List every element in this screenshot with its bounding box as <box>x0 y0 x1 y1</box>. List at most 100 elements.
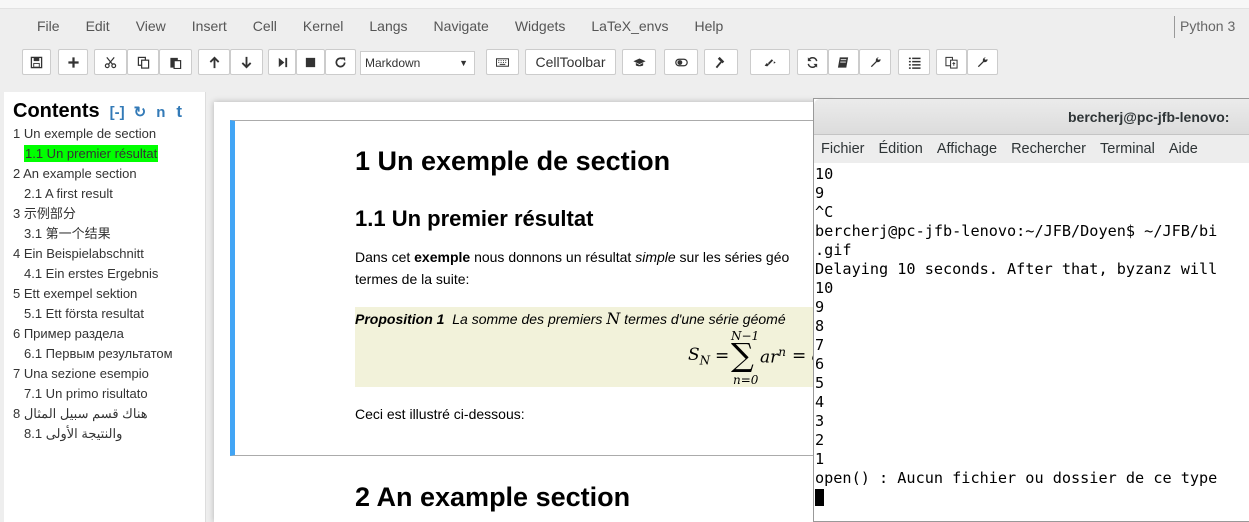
terminal-line: 6 <box>815 355 825 373</box>
run-cell-button[interactable] <box>268 49 296 75</box>
toc-item[interactable]: 1 Un exemple de section <box>13 126 157 141</box>
toc-item[interactable]: 3.1 第一个结果 <box>24 226 111 241</box>
highlighter-button[interactable] <box>750 49 790 75</box>
paste-button[interactable] <box>159 49 192 75</box>
terminal-menu-terminal[interactable]: Terminal <box>1100 141 1155 157</box>
terminal-menu-rechercher[interactable]: Rechercher <box>1011 141 1087 157</box>
menu-widgets[interactable]: Widgets <box>514 18 566 34</box>
terminal-menu-fichier[interactable]: Fichier <box>821 141 865 157</box>
text-run: La somme des premiers <box>452 311 607 327</box>
toc-item[interactable]: 2 An example section <box>13 166 137 181</box>
toggle-icon <box>674 58 688 66</box>
toc-item[interactable]: 6 Пример раздела <box>13 326 124 341</box>
toc-item[interactable]: 7.1 Un primo risultato <box>24 386 148 401</box>
terminal-line: 5 <box>815 374 825 392</box>
presentation-button[interactable] <box>622 49 656 75</box>
math-sum-sign: ∑ <box>731 336 754 374</box>
move-down-button[interactable] <box>230 49 263 75</box>
markdown-cell-selected[interactable] <box>230 120 830 456</box>
toc-button[interactable] <box>898 49 930 75</box>
menu-insert[interactable]: Insert <box>191 18 227 34</box>
proposition-label: Proposition 1 <box>355 311 445 327</box>
terminal-line: 1 <box>815 450 825 468</box>
insert-cell-button[interactable] <box>58 49 88 75</box>
terminal-line: 7 <box>815 336 825 354</box>
cut-button[interactable] <box>94 49 127 75</box>
plus-icon <box>67 56 79 68</box>
settings-button[interactable] <box>967 49 998 75</box>
math-sum-upper: N−1 <box>731 329 760 343</box>
math-lhs: SN <box>688 345 710 367</box>
toc-item[interactable]: 4.1 Ein erstes Ergebnis <box>24 266 159 281</box>
menubar: File Edit View Insert Cell Kernel Langs … <box>22 10 1249 43</box>
terminal-titlebar[interactable]: bercherj@pc-jfb-lenovo: <box>814 99 1249 135</box>
cell-type-select[interactable]: Markdown ▼ <box>360 51 475 75</box>
menu-kernel[interactable]: Kernel <box>302 18 344 34</box>
arrow-up-icon <box>209 56 219 68</box>
toc-collapse-button[interactable]: [-] <box>109 104 125 121</box>
command-palette-button[interactable] <box>486 49 519 75</box>
wrench-button[interactable] <box>859 49 891 75</box>
arrow-down-icon <box>241 56 252 68</box>
restart-kernel-button[interactable] <box>325 49 356 75</box>
toc-item[interactable]: 3 示例部分 <box>13 206 76 221</box>
terminal-line: 9 <box>815 184 825 202</box>
toc-item[interactable]: 8 هناك قسم سبيل المثال <box>13 406 148 421</box>
kernel-divider <box>1174 16 1175 38</box>
text-run: Dans cet <box>355 249 415 265</box>
terminal-line: ^C <box>815 203 834 221</box>
toc-item[interactable]: 5.1 Ett första resultat <box>24 306 144 321</box>
reload-button[interactable] <box>797 49 828 75</box>
terminal-menu-aide[interactable]: Aide <box>1168 141 1198 157</box>
toc-item[interactable]: 6.1 Первым результатом <box>24 346 173 361</box>
menu-navigate[interactable]: Navigate <box>433 18 489 34</box>
toc-item[interactable]: 4 Ein Beispielabschnitt <box>13 246 144 261</box>
toc-item-active[interactable]: 1.1 Un premier résultat <box>13 144 203 164</box>
toc-refresh-button[interactable]: ↻ <box>133 104 147 121</box>
terminal-menu-affichage[interactable]: Affichage <box>936 141 998 157</box>
toc-number-toggle[interactable]: n <box>156 104 166 121</box>
terminal-cursor <box>815 489 824 506</box>
toc-sidebar: Contents [-] ↻ n t 1 Un exemple de secti… <box>4 92 206 522</box>
keyboard-icon <box>496 57 509 67</box>
move-up-button[interactable] <box>198 49 230 75</box>
translate-button[interactable] <box>936 49 967 75</box>
save-button[interactable] <box>22 49 51 75</box>
terminal-menu-edition[interactable]: Édition <box>878 141 923 157</box>
math-sum-lower: n=0 <box>733 373 759 387</box>
menu-cell[interactable]: Cell <box>252 18 277 34</box>
toc-item[interactable]: 8.1 والنتيجة الأولى <box>24 426 123 441</box>
terminal-cursor-line <box>815 488 1249 507</box>
paragraph-line-1: Dans cet exemple nous donnons un résulta… <box>355 246 789 268</box>
book-button[interactable] <box>828 49 859 75</box>
menu-langs[interactable]: Langs <box>369 18 408 34</box>
toc-item[interactable]: 7 Una sezione esempio <box>13 366 149 381</box>
cell-type-value: Markdown <box>365 56 421 70</box>
terminal-window[interactable]: bercherj@pc-jfb-lenovo: Fichier Édition … <box>813 98 1249 522</box>
refresh-icon <box>335 56 346 67</box>
math-symbol: S <box>688 345 700 365</box>
text-run: termes d'une série géomé <box>620 311 786 327</box>
toc-item[interactable]: 5 Ett exempel sektion <box>13 286 138 301</box>
menu-latex-envs[interactable]: LaTeX_envs <box>591 18 669 34</box>
terminal-title: bercherj@pc-jfb-lenovo: <box>1068 109 1230 125</box>
menu-help[interactable]: Help <box>694 18 724 34</box>
terminal-line: 9 <box>815 298 825 316</box>
menu-edit[interactable]: Edit <box>85 18 110 34</box>
toc-item-label: 1.1 Un premier résultat <box>24 145 159 162</box>
terminal-line: 8 <box>815 317 825 335</box>
math-subscript: N <box>699 353 711 368</box>
math-symbol: N <box>606 309 621 328</box>
terminal-line: Delaying 10 seconds. After that, byzanz … <box>815 260 1218 278</box>
menu-view[interactable]: View <box>135 18 166 34</box>
celltoolbar-button[interactable]: CellToolbar <box>525 49 616 75</box>
pin-button[interactable] <box>704 49 738 75</box>
menu-file[interactable]: File <box>37 18 60 34</box>
toc-list: 1 Un exemple de section 1.1 Un premier r… <box>13 124 203 444</box>
toc-item[interactable]: 2.1 A first result <box>24 186 113 201</box>
interrupt-kernel-button[interactable] <box>296 49 325 75</box>
toc-toc-cell-toggle[interactable]: t <box>176 102 183 121</box>
toggle-button[interactable] <box>664 49 698 75</box>
copy-button[interactable] <box>127 49 159 75</box>
